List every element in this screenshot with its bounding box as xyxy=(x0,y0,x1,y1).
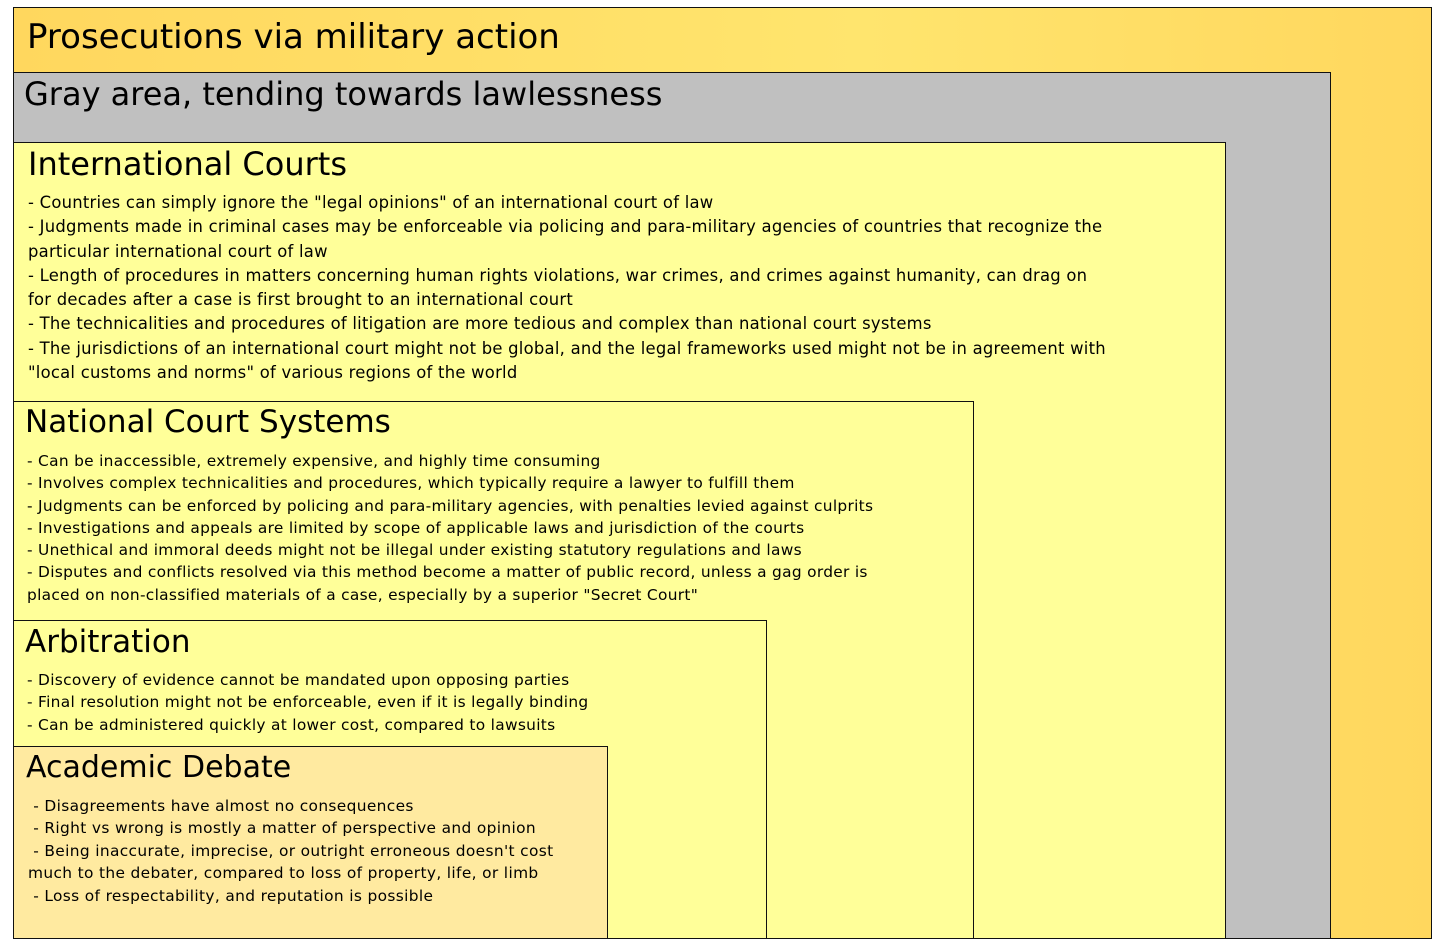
academic-debate-point: - Being inaccurate, imprecise, or outrig… xyxy=(28,841,554,860)
national-courts-title: National Court Systems xyxy=(25,404,391,440)
academic-debate-points: - Disagreements have almost no consequen… xyxy=(28,795,554,907)
national-courts-point: placed on non-classified materials of a … xyxy=(27,585,699,604)
arbitration-points: - Discovery of evidence cannot be mandat… xyxy=(27,669,589,736)
gray-area-title: Gray area, tending towards lawlessness xyxy=(24,75,663,113)
academic-debate-title: Academic Debate xyxy=(26,750,292,785)
international-courts-point: - The technicalities and procedures of l… xyxy=(28,314,932,334)
arbitration-point: - Can be administered quickly at lower c… xyxy=(27,715,556,734)
national-courts-point: - Disputes and conflicts resolved via th… xyxy=(27,563,868,582)
international-courts-point: particular international court of law xyxy=(28,241,328,261)
national-courts-point: - Investigations and appeals are limited… xyxy=(27,518,805,537)
national-courts-point: - Can be inaccessible, extremely expensi… xyxy=(27,452,601,470)
academic-debate-point: - Disagreements have almost no consequen… xyxy=(28,797,414,815)
international-courts-point: for decades after a case is first brough… xyxy=(28,290,574,310)
arbitration-point: - Final resolution might not be enforcea… xyxy=(27,693,589,712)
international-courts-point: "local customs and norms" of various reg… xyxy=(28,363,518,383)
international-courts-title: International Courts xyxy=(28,145,347,183)
military-action-title: Prosecutions via military action xyxy=(27,17,560,57)
international-courts-point: - Length of procedures in matters concer… xyxy=(28,265,1088,285)
academic-debate-point: much to the debater, compared to loss of… xyxy=(28,864,539,883)
arbitration-title: Arbitration xyxy=(25,624,191,660)
international-courts-point: - Judgments made in criminal cases may b… xyxy=(28,217,1103,237)
academic-debate-level: Academic Debate - Disagreements have alm… xyxy=(13,746,608,939)
national-courts-point: - Unethical and immoral deeds might not … xyxy=(27,541,802,560)
arbitration-point: - Discovery of evidence cannot be mandat… xyxy=(27,671,570,689)
national-courts-point: - Involves complex technicalities and pr… xyxy=(27,474,795,493)
international-courts-point: - Countries can simply ignore the "legal… xyxy=(28,193,714,212)
national-courts-point: - Judgments can be enforced by policing … xyxy=(27,496,874,515)
academic-debate-point: - Loss of respectability, and reputation… xyxy=(28,886,434,905)
national-courts-points: - Can be inaccessible, extremely expensi… xyxy=(27,450,873,606)
international-courts-points: - Countries can simply ignore the "legal… xyxy=(28,191,1106,385)
academic-debate-point: - Right vs wrong is mostly a matter of p… xyxy=(28,819,536,838)
international-courts-point: - The jurisdictions of an international … xyxy=(28,338,1106,358)
